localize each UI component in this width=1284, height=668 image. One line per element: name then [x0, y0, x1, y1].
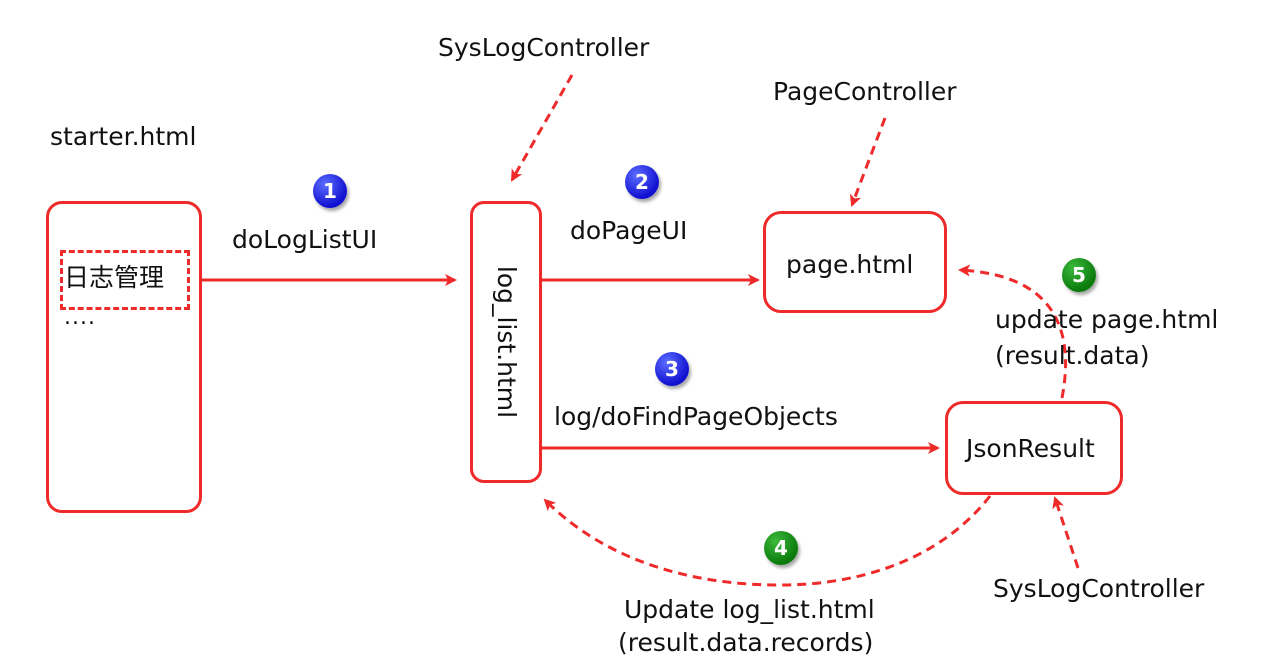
json-result-label: JsonResult: [966, 434, 1095, 463]
step5-label-line1: update page.html: [995, 305, 1219, 334]
controller-page-label: PageController: [773, 77, 957, 106]
step1-label: doLogListUI: [232, 225, 378, 254]
json-result-box: [945, 401, 1123, 495]
step5-badge: 5: [1062, 258, 1096, 292]
controller-bottom-label: SysLogController: [993, 574, 1205, 603]
step4-label-line2: (result.data.records): [618, 628, 874, 657]
step2-badge: 2: [625, 165, 659, 199]
step1-badge: 1: [313, 174, 347, 208]
step5-label-line2: (result.data): [995, 341, 1150, 370]
arrow-pagecontroller: [849, 117, 887, 207]
menu-item-highlight: [60, 250, 190, 310]
arrow-syslog-bottom: [1052, 496, 1080, 569]
log-list-box: [470, 201, 542, 483]
step2-label: doPageUI: [570, 216, 688, 245]
step3-badge: 3: [655, 352, 689, 386]
arrow-step5: [958, 264, 1068, 399]
page-html-box: [763, 211, 947, 313]
page-html-label: page.html: [786, 250, 914, 279]
step4-badge: 4: [764, 531, 798, 565]
arrow-syslog-top: [510, 74, 574, 182]
log-list-label: log_list.html: [492, 265, 521, 419]
step4-label-line1: Update log_list.html: [624, 595, 875, 624]
step3-label: log/doFindPageObjects: [554, 402, 838, 431]
controller-top-label: SysLogController: [438, 33, 650, 62]
starter-file-label: starter.html: [50, 122, 197, 151]
arrow-step4: [543, 495, 992, 587]
menu-item-log-management[interactable]: 日志管理: [64, 263, 165, 292]
starter-page-box: [46, 201, 202, 513]
starter-more-items: ....: [64, 305, 96, 330]
